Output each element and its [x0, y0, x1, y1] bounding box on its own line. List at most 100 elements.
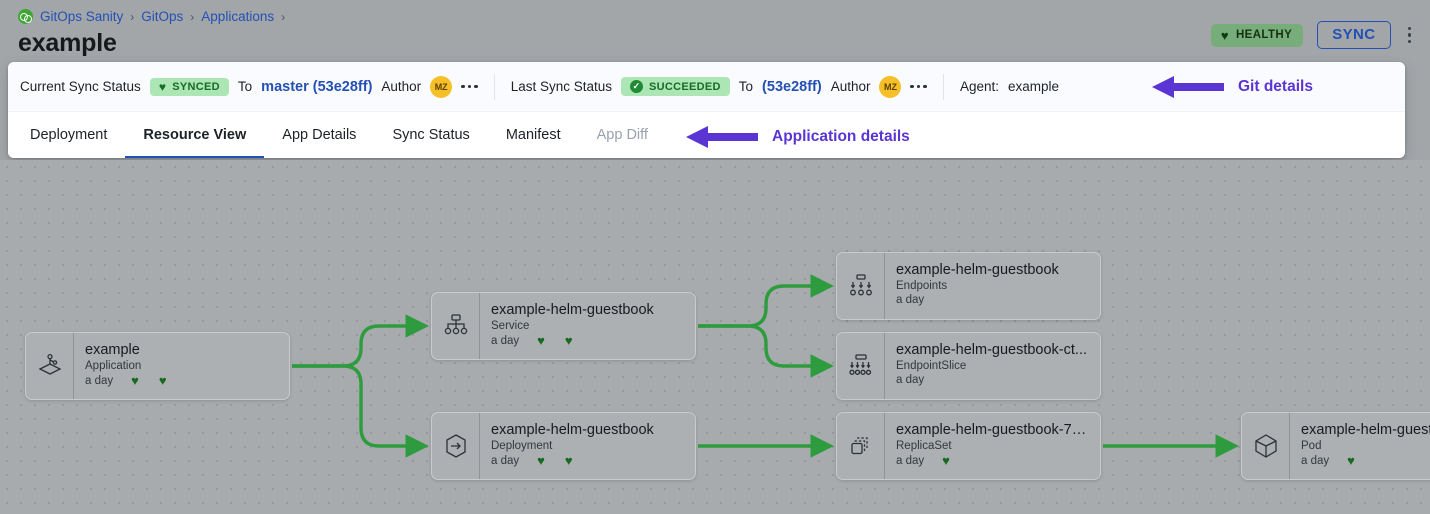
node-body: example-helm-guestbook Endpoints a day [885, 253, 1069, 319]
node-age: a day [1301, 454, 1330, 467]
chevron-right-icon: › [281, 9, 286, 24]
sync-status-bar: Current Sync Status ♥ SYNCED To master (… [8, 62, 1405, 111]
tab-deployment[interactable]: Deployment [30, 126, 108, 143]
breadcrumb-item-applications[interactable]: Applications [201, 9, 275, 24]
node-kind: ReplicaSet [896, 440, 952, 452]
kebab-menu-icon[interactable] [1405, 24, 1415, 47]
application-icon [26, 333, 74, 399]
node-kind: Deployment [491, 440, 553, 452]
node-body: example-helm-guestbook-ct... EndpointSli… [885, 333, 1097, 399]
current-ellipsis-icon[interactable] [461, 84, 478, 89]
node-meta: a day ♥♥ [491, 334, 654, 347]
last-author-label: Author [830, 79, 871, 94]
last-ellipsis-icon[interactable] [910, 84, 927, 89]
node-age: a day [896, 374, 925, 386]
node-meta: a day [896, 294, 1059, 306]
node-body: example-helm-guestbook Service a day ♥♥ [480, 293, 664, 359]
status-badge-healthy: ♥ HEALTHY [1210, 23, 1304, 47]
breadcrumb-item-gitops[interactable]: GitOps [141, 9, 184, 24]
current-sync-status-group: Current Sync Status ♥ SYNCED To master (… [20, 75, 478, 98]
last-revision-link[interactable]: (53e28ff) [762, 78, 822, 95]
resource-graph-canvas[interactable]: example Application a day ♥♥ example-hel… [0, 160, 1430, 514]
node-meta: a day ♥ [1301, 454, 1430, 467]
status-badge-succeeded: ✓ SUCCEEDED [621, 77, 730, 96]
heart-icon: ♥ [1220, 27, 1229, 43]
agent-group: Agent: example [960, 79, 1059, 94]
graph-node-endpointslice[interactable]: example-helm-guestbook-ct... EndpointSli… [836, 332, 1101, 400]
heart-icon: ♥ [158, 79, 167, 94]
current-sync-status-label: Current Sync Status [20, 79, 141, 94]
tab-app-diff[interactable]: App Diff [596, 126, 648, 143]
node-kind: Pod [1301, 440, 1322, 452]
deployment-icon [432, 413, 480, 479]
tab-manifest[interactable]: Manifest [505, 126, 561, 143]
endpointslice-icon [837, 333, 885, 399]
graph-node-deployment[interactable]: example-helm-guestbook Deployment a day … [431, 412, 696, 480]
node-title: example-helm-guestbook [491, 422, 654, 438]
chevron-right-icon: › [190, 9, 195, 24]
last-sync-status-label: Last Sync Status [510, 79, 612, 94]
graph-node-endpoints[interactable]: example-helm-guestbook Endpoints a day [836, 252, 1101, 320]
node-title: example-helm-guestbook-74... [896, 422, 1090, 438]
node-health-icons: ♥♥ [537, 453, 573, 468]
node-meta: a day ♥ [896, 454, 1090, 467]
node-body: example-helm-guestbook-74... ReplicaSet … [885, 413, 1100, 479]
pod-icon [1242, 413, 1290, 479]
header-actions: ♥ HEALTHY SYNC [1210, 21, 1415, 49]
application-detail-panel: Current Sync Status ♥ SYNCED To master (… [8, 62, 1405, 158]
synced-label: SYNCED [172, 80, 220, 93]
sync-button[interactable]: SYNC [1317, 21, 1391, 49]
graph-node-replicaset[interactable]: example-helm-guestbook-74... ReplicaSet … [836, 412, 1101, 480]
agent-label: Agent: [959, 79, 999, 94]
graph-node-application[interactable]: example Application a day ♥♥ [25, 332, 290, 400]
divider [493, 73, 495, 100]
succeeded-label: SUCCEEDED [649, 80, 721, 93]
node-kind: Application [85, 360, 142, 372]
node-title: example [85, 342, 140, 358]
graph-edges [292, 274, 1240, 458]
tab-sync-status[interactable]: Sync Status [392, 126, 470, 143]
node-age: a day [491, 334, 520, 347]
health-badge-label: HEALTHY [1235, 29, 1293, 41]
tab-resource-view[interactable]: Resource View [125, 113, 265, 158]
node-kind: Endpoints [896, 280, 948, 292]
page-title: example [18, 29, 117, 57]
status-badge-synced: ♥ SYNCED [149, 77, 229, 96]
node-body: example-helm-guest Pod a day ♥ [1290, 413, 1430, 479]
node-age: a day [896, 454, 925, 467]
divider [942, 73, 944, 100]
last-sync-status-group: Last Sync Status ✓ SUCCEEDED To (53e28ff… [510, 75, 927, 98]
graph-node-pod[interactable]: example-helm-guest Pod a day ♥ [1241, 412, 1430, 480]
node-title: example-helm-guest [1301, 422, 1430, 438]
node-health-icons: ♥ [1347, 453, 1355, 468]
avatar: MZ [430, 75, 453, 98]
node-age: a day [85, 374, 114, 387]
current-revision-link[interactable]: master (53e28ff) [261, 78, 373, 95]
service-icon [432, 293, 480, 359]
agent-value: example [1008, 79, 1060, 94]
current-to-label: To [237, 79, 253, 94]
node-body: example-helm-guestbook Deployment a day … [480, 413, 664, 479]
node-title: example-helm-guestbook [491, 302, 654, 318]
node-meta: a day ♥♥ [85, 374, 167, 387]
node-health-icons: ♥♥ [131, 373, 167, 388]
current-author-label: Author [381, 79, 422, 94]
node-age: a day [896, 294, 925, 306]
chevron-right-icon: › [130, 9, 135, 24]
node-age: a day [491, 454, 520, 467]
node-health-icons: ♥♥ [537, 333, 573, 348]
gitops-logo-icon [18, 9, 33, 24]
avatar: MZ [879, 75, 902, 98]
node-meta: a day ♥♥ [491, 454, 654, 467]
breadcrumb-item-gitops-sanity[interactable]: GitOps Sanity [40, 9, 124, 24]
graph-node-service[interactable]: example-helm-guestbook Service a day ♥♥ [431, 292, 696, 360]
node-kind: Service [491, 320, 530, 332]
check-circle-icon: ✓ [630, 80, 643, 93]
last-to-label: To [738, 79, 754, 94]
node-body: example Application a day ♥♥ [74, 333, 177, 399]
endpoints-icon [837, 253, 885, 319]
tab-app-details[interactable]: App Details [282, 126, 357, 143]
node-meta: a day [896, 374, 1087, 386]
node-title: example-helm-guestbook [896, 262, 1059, 278]
